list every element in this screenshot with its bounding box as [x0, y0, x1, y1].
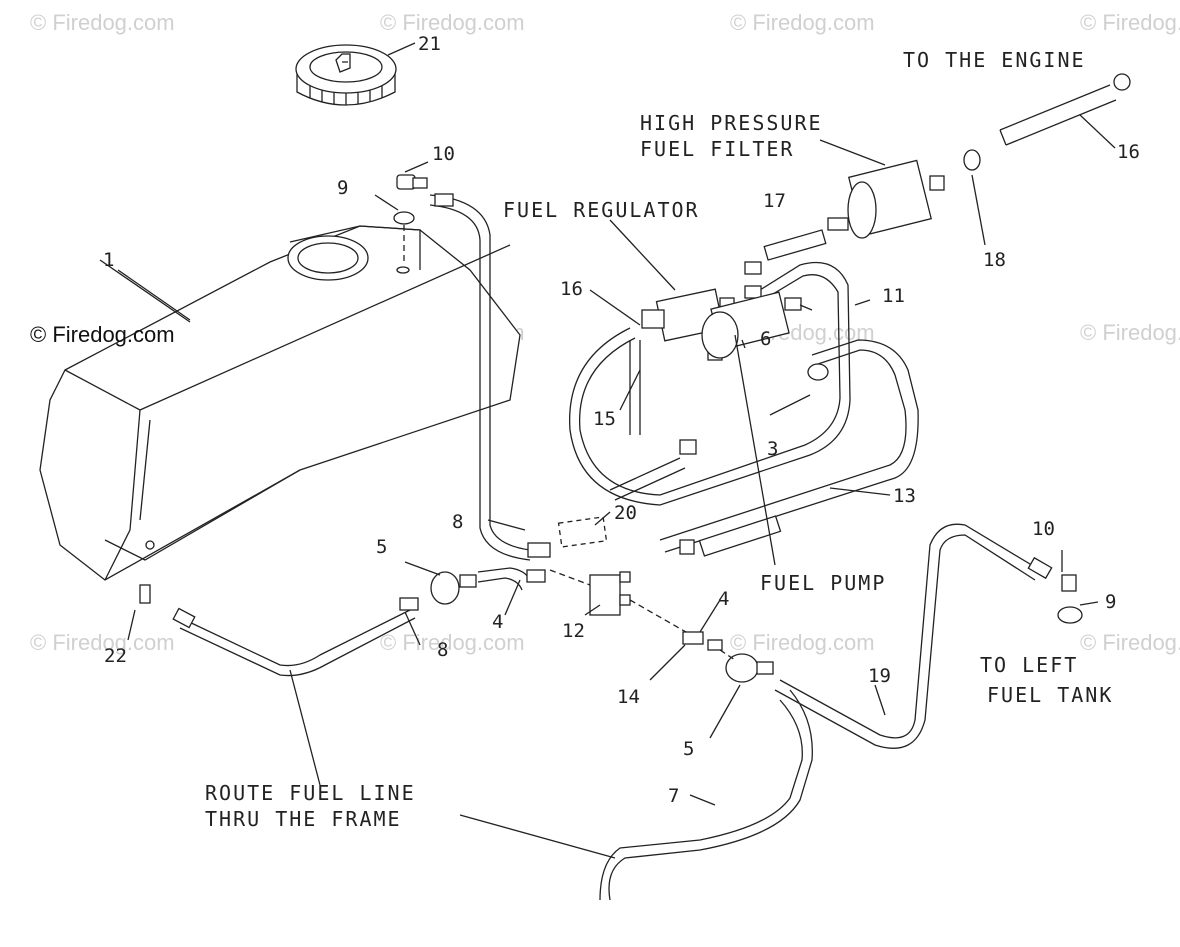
watermark: © Firedog.com: [1080, 630, 1180, 655]
callout-4a: 4: [492, 611, 503, 633]
callout-13: 13: [893, 485, 916, 507]
labels: TO THE ENGINE HIGH PRESSURE FUEL FILTER …: [205, 48, 1113, 831]
watermark: © Firedog.com: [30, 10, 175, 35]
callout-5b: 5: [683, 738, 694, 760]
high-pressure-filter: [819, 139, 981, 239]
callout-22: 22: [104, 645, 127, 667]
callouts: 1 3 4 4 5 5 6 7 8 8 9 9 10 10 11 12 13 1…: [103, 33, 1140, 807]
label-hp-filter-line1: HIGH PRESSURE: [640, 111, 823, 135]
hose-8-vertical: [429, 193, 551, 561]
callout-20: 20: [614, 502, 637, 524]
callout-7: 7: [668, 785, 679, 807]
label-fuel-regulator: FUEL REGULATOR: [503, 198, 700, 222]
callout-9a: 9: [337, 177, 348, 199]
fuel-cap: [295, 42, 416, 106]
watermark: © Firedog.com: [1080, 320, 1180, 345]
callout-5a: 5: [376, 536, 387, 558]
label-route-line1: ROUTE FUEL LINE: [205, 781, 416, 805]
leader-lines: [117, 219, 891, 859]
brand-watermark: © Firedog.com: [30, 322, 175, 347]
hose-13: [659, 339, 919, 557]
label-to-left-line1: TO LEFT: [980, 653, 1078, 677]
callout-10b: 10: [1032, 518, 1055, 540]
watermark: © Firedog.com: [380, 10, 525, 35]
fuel-regulator: [629, 261, 762, 435]
callout-6: 6: [760, 328, 771, 350]
callout-12: 12: [562, 620, 585, 642]
callout-19: 19: [868, 665, 891, 687]
decal: [557, 516, 608, 548]
label-to-left-line2: FUEL TANK: [987, 683, 1113, 707]
callout-16b: 16: [1117, 141, 1140, 163]
callout-21: 21: [418, 33, 441, 55]
tank-fitting-left: [374, 161, 429, 265]
callout-8a: 8: [452, 511, 463, 533]
watermark: © Firedog.com: [1080, 10, 1180, 35]
hose-7: [599, 689, 813, 901]
watermark: © Firedog.com: [730, 10, 875, 35]
callout-14: 14: [617, 686, 640, 708]
callout-15: 15: [593, 408, 616, 430]
watermark: © Firedog.com: [30, 630, 175, 655]
callout-18: 18: [983, 249, 1006, 271]
callout-9b: 9: [1105, 591, 1116, 613]
callout-3: 3: [767, 438, 778, 460]
hose-11: [569, 261, 851, 506]
callout-11: 11: [882, 285, 905, 307]
label-hp-filter-line2: FUEL FILTER: [640, 137, 794, 161]
callout-10a: 10: [432, 143, 455, 165]
inline-filter-right: [682, 631, 774, 683]
callout-1: 1: [103, 249, 114, 271]
hose-17: [763, 217, 849, 261]
fuel-tank: [39, 225, 521, 581]
callout-16a: 16: [560, 278, 583, 300]
hose-19: [774, 523, 1099, 749]
callout-17: 17: [763, 190, 786, 212]
hose-16-top: [971, 73, 1131, 246]
label-route-line2: THRU THE FRAME: [205, 807, 402, 831]
callout-8b: 8: [437, 639, 448, 661]
label-to-engine: TO THE ENGINE: [903, 48, 1086, 72]
fuel-pump: [609, 291, 829, 501]
watermark: © Firedog.com: [380, 630, 525, 655]
watermark: © Firedog.com: [730, 630, 875, 655]
label-fuel-pump: FUEL PUMP: [760, 571, 886, 595]
inline-filter-left: [404, 561, 546, 605]
hose-8-lower: [127, 584, 419, 677]
callout-4b: 4: [718, 588, 729, 610]
